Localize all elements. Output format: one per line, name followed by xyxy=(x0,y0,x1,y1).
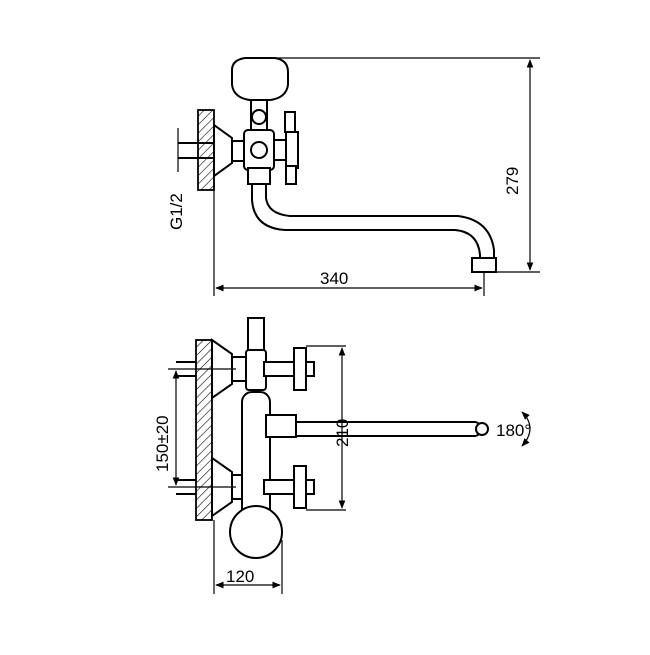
dim-150-label: 150±20 xyxy=(153,415,172,472)
dim-279-label: 279 xyxy=(503,167,522,195)
dim-340-label: 340 xyxy=(320,269,348,288)
handle-knob xyxy=(231,57,289,101)
wall-section-plan xyxy=(195,339,213,521)
cross-handle xyxy=(285,131,299,169)
plan-view: 150±20 210 120 180° xyxy=(153,317,531,594)
rotation-label: 180° xyxy=(496,421,531,440)
escutcheon xyxy=(213,123,233,178)
handle-knob-plan xyxy=(229,505,283,559)
dim-210-label: 210 xyxy=(333,419,352,447)
aerator xyxy=(471,257,497,273)
thread-label: G1/2 xyxy=(167,193,186,230)
rotation-arrow-icon xyxy=(521,411,531,447)
wall-section xyxy=(197,109,215,191)
dim-120-label: 120 xyxy=(226,567,254,586)
valve-body-plan xyxy=(241,391,271,523)
side-elevation-view: 279 340 G1/2 xyxy=(167,57,540,296)
